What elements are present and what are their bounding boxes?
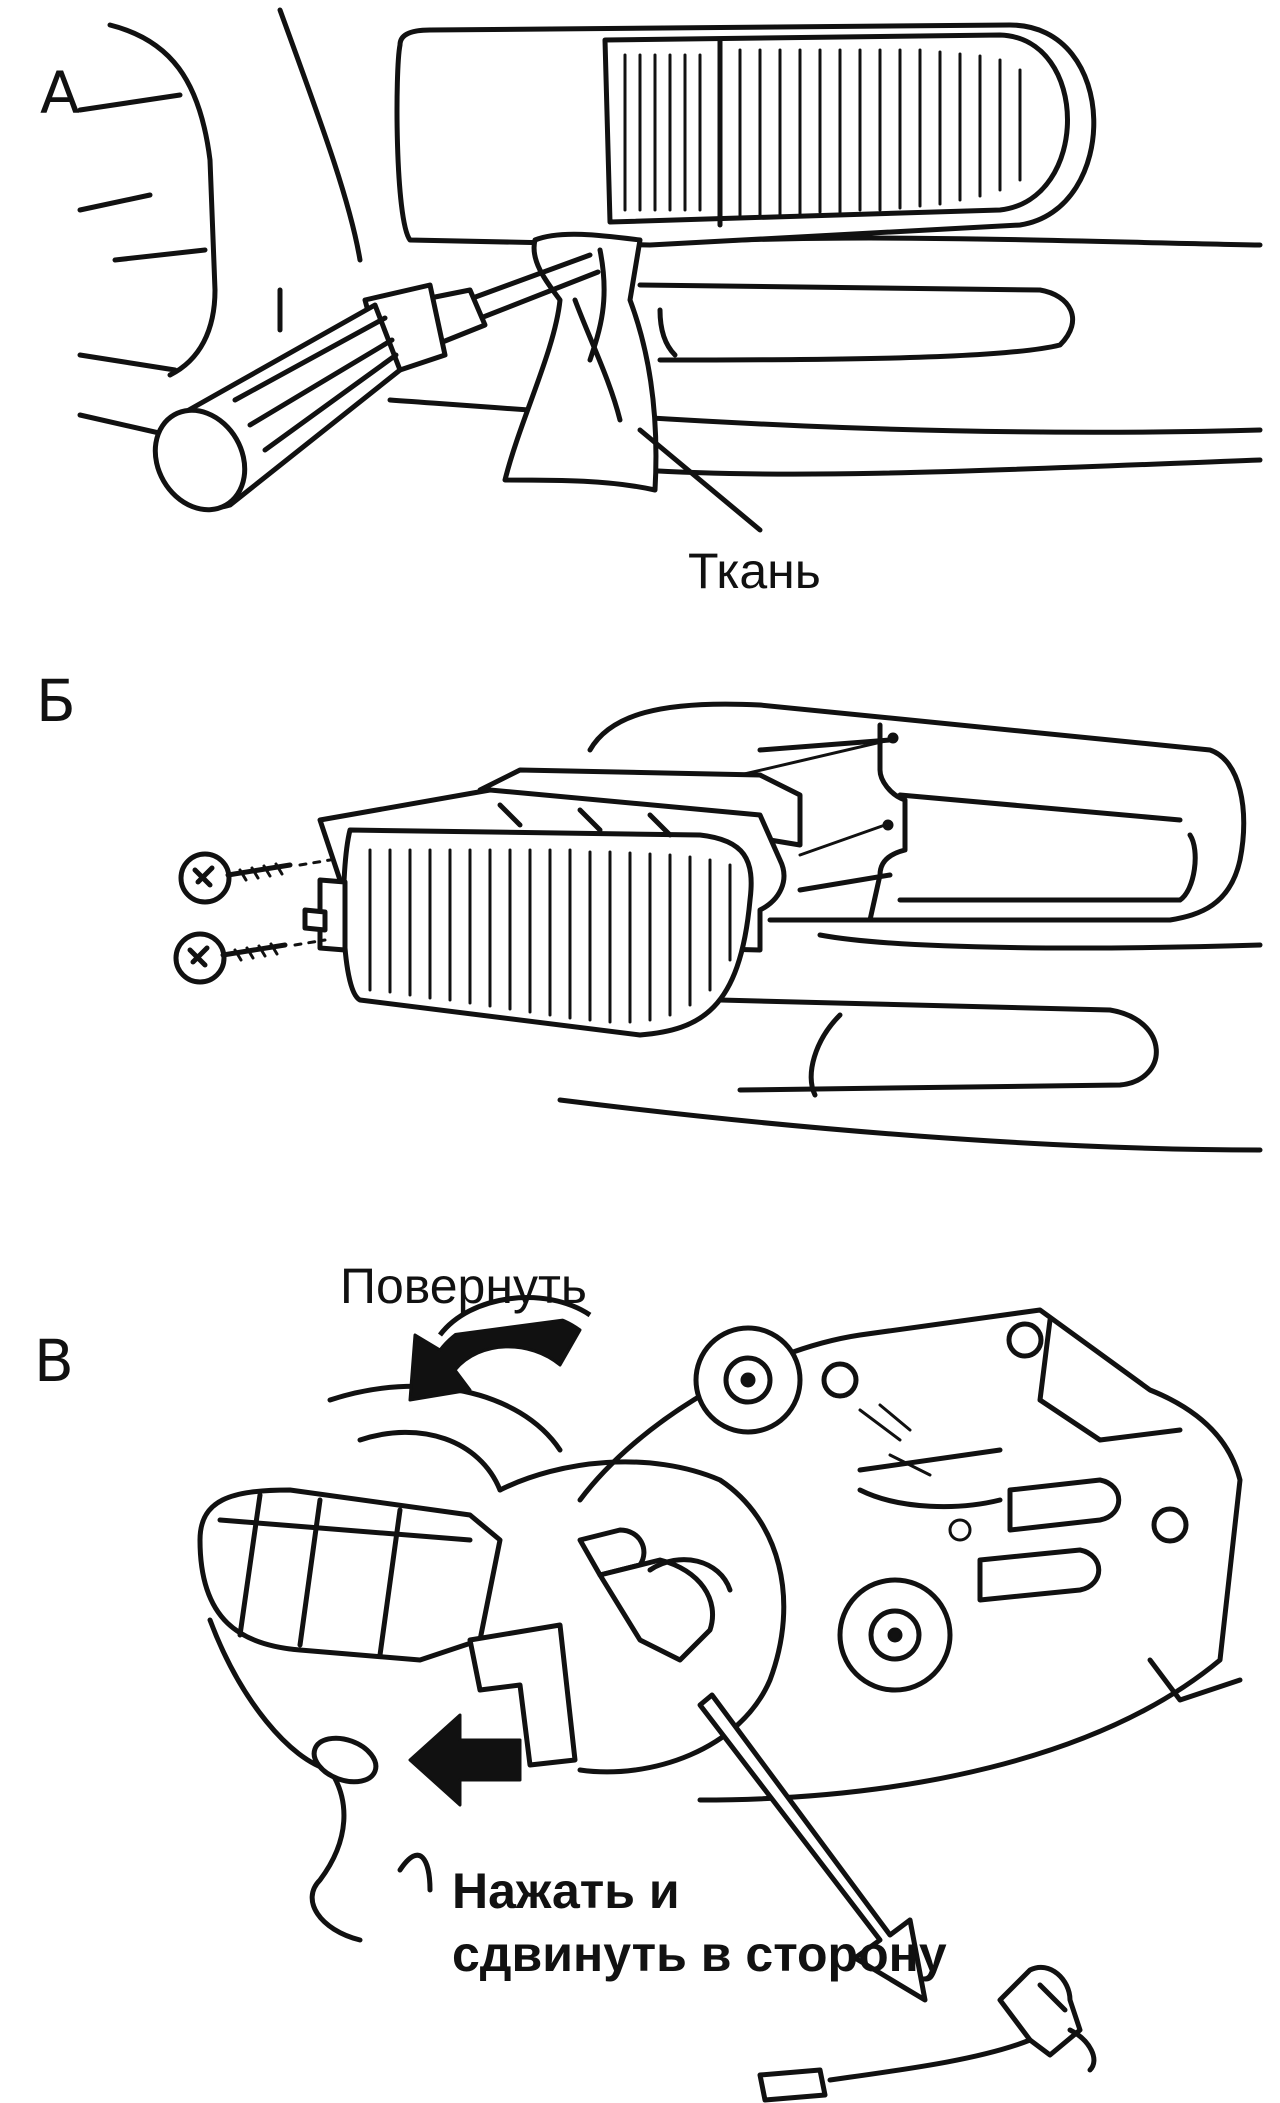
rotate-label: Повернуть xyxy=(340,1258,587,1314)
fog-lamp-icon xyxy=(305,770,800,1035)
fog-lamp-icon xyxy=(397,25,1094,245)
bumper-icon xyxy=(560,704,1260,1150)
rotate-arrow-icon xyxy=(410,1298,590,1400)
panel-c-letter: В xyxy=(34,1327,74,1395)
panel-a-drawing xyxy=(0,0,1280,620)
push-arrow-icon xyxy=(410,1715,520,1805)
screw-icon xyxy=(176,934,325,982)
connector-icon xyxy=(760,2040,1030,2100)
panel-b-letter: Б xyxy=(36,667,76,735)
cloth-label: Ткань xyxy=(688,543,821,599)
cloth-leader-line xyxy=(640,430,760,530)
lamp-bracket xyxy=(200,1386,575,1765)
panel-c: В xyxy=(0,1240,1280,2103)
panel-a: А xyxy=(0,0,1280,620)
screw-icon xyxy=(181,854,330,902)
panel-a-letter: А xyxy=(40,59,80,127)
mount-hole xyxy=(884,821,892,829)
panel-b-drawing xyxy=(0,620,1280,1240)
alignment-line xyxy=(800,825,885,855)
panel-c-drawing xyxy=(0,1240,1280,2103)
panel-b: Б xyxy=(0,620,1280,1240)
cloth-icon xyxy=(505,234,656,490)
headlamp-housing xyxy=(580,1310,1240,1800)
mount-hole xyxy=(889,734,897,742)
alignment-line xyxy=(740,740,890,775)
bulb-icon xyxy=(1000,1967,1094,2070)
wire xyxy=(210,1620,430,1940)
pull-arrow-icon xyxy=(700,1695,925,2000)
press-label-line2: сдвинуть в сторону xyxy=(452,1926,947,1982)
bulb-socket xyxy=(500,1462,784,1772)
screwdriver-icon xyxy=(138,255,598,526)
press-label-line1: Нажать и xyxy=(452,1863,680,1919)
